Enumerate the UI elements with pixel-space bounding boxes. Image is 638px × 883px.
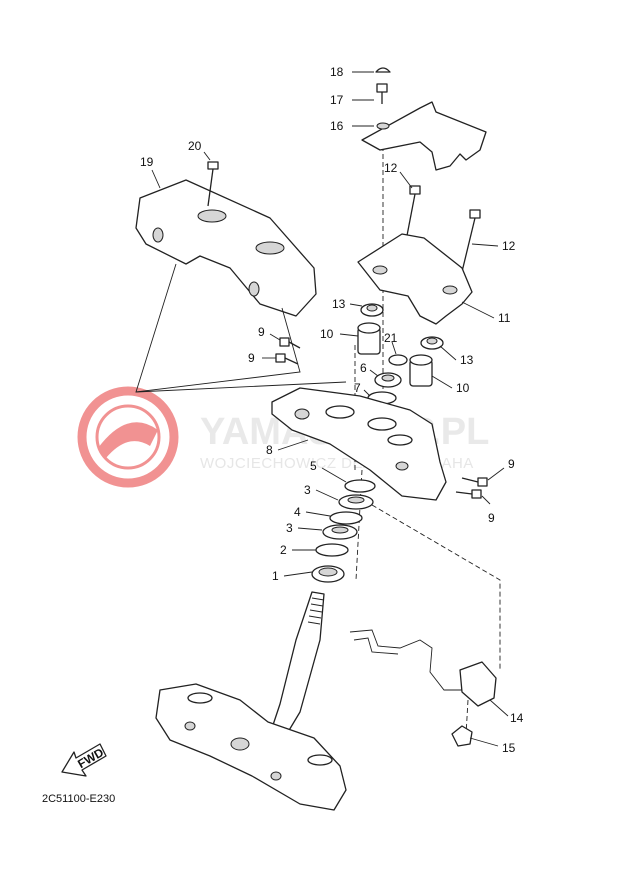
callouts: 18 17 16 12 12 11 19 20 13 13 10 10 21 6… xyxy=(140,65,524,755)
callout-17: 17 xyxy=(330,93,344,107)
leader-lines xyxy=(151,71,509,747)
bearing-cover-2 xyxy=(315,543,349,557)
nut-6 xyxy=(374,372,402,388)
damper-10-right xyxy=(409,354,433,387)
callout-9-a: 9 xyxy=(258,325,265,339)
cap-18 xyxy=(375,67,391,73)
callout-9-b: 9 xyxy=(248,351,255,365)
bolts-9-lower xyxy=(455,477,488,499)
damper-10-left xyxy=(357,322,381,355)
bolt-17 xyxy=(376,83,388,104)
nut-13-right xyxy=(420,336,444,350)
callout-19: 19 xyxy=(140,155,154,169)
washer-4 xyxy=(329,511,363,525)
bolts-9-upper xyxy=(275,337,301,365)
callout-13-left: 13 xyxy=(332,297,346,311)
callout-4: 4 xyxy=(294,505,301,519)
nut-15 xyxy=(451,725,473,747)
callout-6: 6 xyxy=(360,361,367,375)
callout-21: 21 xyxy=(384,331,398,345)
callout-18: 18 xyxy=(330,65,344,79)
collar-21 xyxy=(388,354,408,366)
cover-guide-lines xyxy=(135,263,347,393)
handlebar-holder-lower xyxy=(357,233,473,325)
callout-16: 16 xyxy=(330,119,344,133)
ring-nut-3-lower xyxy=(322,524,358,540)
callout-13-right: 13 xyxy=(460,353,474,367)
callout-10-right: 10 xyxy=(456,381,470,395)
callout-3-lower: 3 xyxy=(286,521,293,535)
lock-washer-5 xyxy=(344,479,376,493)
callout-3-upper: 3 xyxy=(304,483,311,497)
callout-7: 7 xyxy=(354,381,361,395)
callout-2: 2 xyxy=(280,543,287,557)
callout-15: 15 xyxy=(502,741,516,755)
upper-bracket xyxy=(271,387,447,501)
screw-20 xyxy=(207,161,219,207)
fwd-arrow-icon: FWD xyxy=(61,743,107,777)
callout-11: 11 xyxy=(498,311,511,325)
callout-20: 20 xyxy=(188,139,202,153)
callout-12-right: 12 xyxy=(502,239,516,253)
lead-holder-14 xyxy=(349,629,497,707)
ring-nut-3-upper xyxy=(338,494,374,510)
bearing-1 xyxy=(311,565,345,583)
callout-10-left: 10 xyxy=(320,327,334,341)
lower-bracket xyxy=(155,591,347,811)
callout-14: 14 xyxy=(510,711,524,725)
callout-8: 8 xyxy=(266,443,273,457)
nut-13-left xyxy=(360,303,384,317)
top-cover xyxy=(135,179,317,317)
stem-thread xyxy=(307,597,325,625)
callout-12-left: 12 xyxy=(384,161,398,175)
handlebar-holder-upper xyxy=(361,101,487,171)
callout-5: 5 xyxy=(310,459,317,473)
callout-1: 1 xyxy=(272,569,279,583)
watermark-logo xyxy=(77,386,179,488)
drawing-code: 2C51100-E230 xyxy=(42,793,115,805)
callout-9-c: 9 xyxy=(508,457,515,471)
callout-9-d: 9 xyxy=(488,511,495,525)
